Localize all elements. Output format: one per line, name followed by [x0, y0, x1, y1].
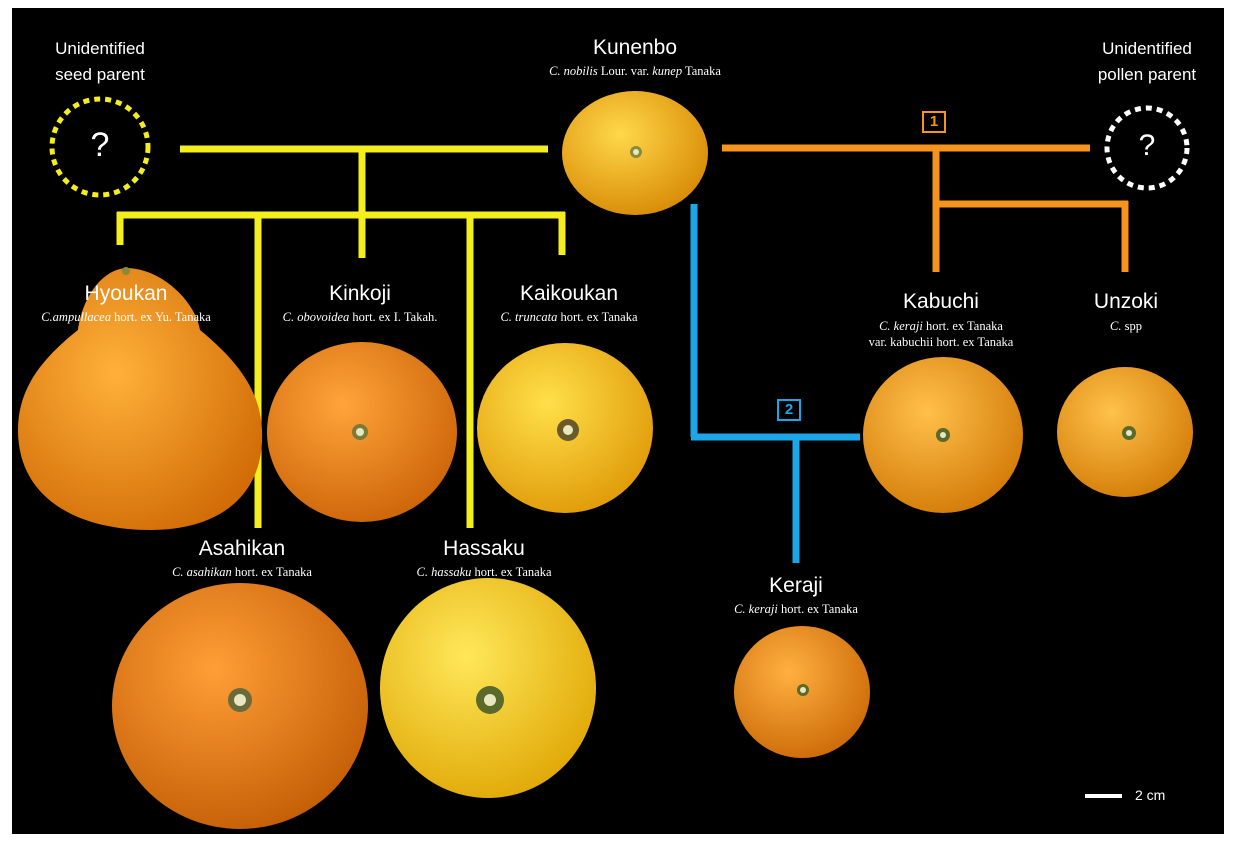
fruit-keraji — [734, 626, 870, 758]
pollen-parent-line2: pollen parent — [1098, 62, 1196, 88]
fruit-kabuchi — [863, 357, 1023, 513]
pollen-parent-label: Unidentified pollen parent — [1098, 36, 1196, 88]
hassaku-name: Hassaku — [443, 537, 525, 561]
pollen-parent-line1: Unidentified — [1098, 36, 1196, 62]
badge-cross-2: 2 — [777, 399, 801, 421]
kinkoji-scientific: C. obovoidea hort. ex I. Takah. — [283, 309, 438, 325]
seed-parent-question-mark: ? — [91, 125, 110, 165]
fruit-unzoki — [1057, 367, 1193, 497]
keraji-scientific: C. keraji hort. ex Tanaka — [734, 601, 858, 617]
fruit-kunenbo — [562, 91, 708, 215]
kinkoji-name: Kinkoji — [329, 282, 391, 306]
hassaku-scientific: C. hassaku hort. ex Tanaka — [417, 564, 552, 580]
asahikan-name: Asahikan — [199, 537, 285, 561]
unzoki-name: Unzoki — [1094, 290, 1158, 314]
keraji-name: Keraji — [769, 574, 823, 598]
kunenbo-name: Kunenbo — [593, 36, 677, 60]
seed-parent-label: Unidentified seed parent — [55, 36, 145, 88]
pollen-cross-lines — [722, 148, 1128, 272]
hyoukan-scientific: C.ampullacea hort. ex Yu. Tanaka — [41, 309, 211, 325]
asahikan-scientific: C. asahikan hort. ex Tanaka — [172, 564, 312, 580]
badge-cross-1: 1 — [922, 111, 946, 133]
fruit-asahikan — [112, 583, 368, 829]
seed-parent-line1: Unidentified — [55, 36, 145, 62]
fruit-hassaku — [380, 578, 596, 798]
keraji-cross-lines — [691, 204, 860, 563]
kabuchi-variety: var. kabuchii hort. ex Tanaka — [869, 334, 1014, 350]
pollen-parent-question-mark: ? — [1139, 128, 1156, 164]
kabuchi-name: Kabuchi — [903, 290, 979, 314]
seed-parent-line2: seed parent — [55, 62, 145, 88]
fruit-kaikoukan — [477, 343, 653, 513]
kaikoukan-scientific: C. truncata hort. ex Tanaka — [500, 309, 637, 325]
scale-bar-label: 2 cm — [1135, 787, 1165, 803]
unzoki-scientific: C. spp — [1110, 318, 1142, 334]
kaikoukan-name: Kaikoukan — [520, 282, 618, 306]
hyoukan-name: Hyoukan — [85, 282, 168, 306]
fruit-hyoukan — [18, 267, 262, 530]
fruit-kinkoji — [267, 342, 457, 522]
kunenbo-scientific: C. nobilis Lour. var. kunep Tanaka — [549, 63, 721, 79]
